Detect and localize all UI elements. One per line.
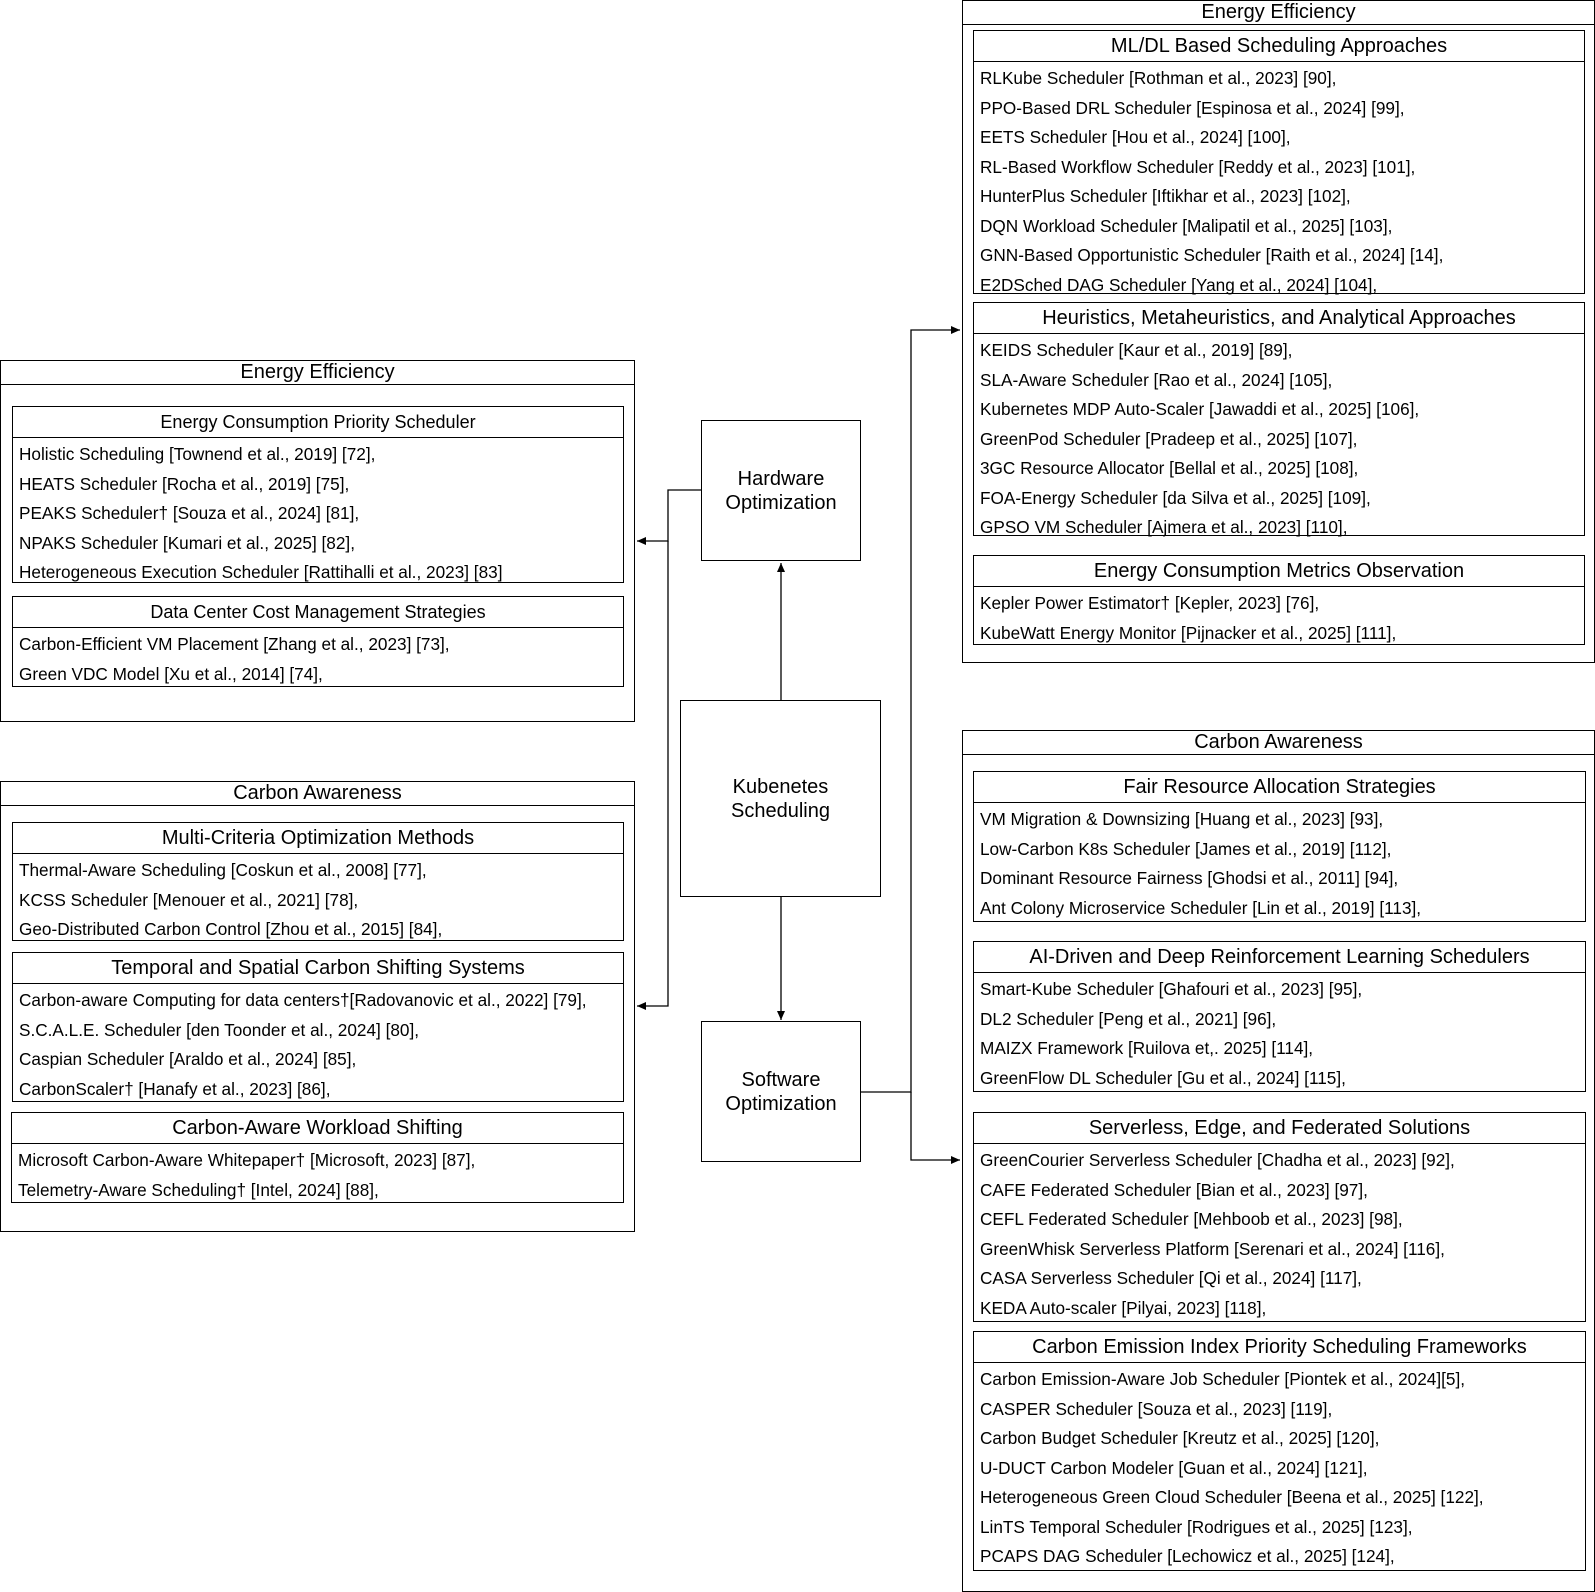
panel-title: Energy Efficiency	[1, 361, 634, 385]
left-carbon-awareness-panel: Carbon Awareness Multi-Criteria Optimiza…	[0, 781, 635, 1232]
list-item: GreenCourier Serverless Scheduler [Chadh…	[980, 1150, 1455, 1170]
panel-title: Energy Efficiency	[963, 1, 1594, 25]
list-item: Smart-Kube Scheduler [Ghafouri et al., 2…	[980, 979, 1363, 999]
list-item: NPAKS Scheduler [Kumari et al., 2025] [8…	[19, 532, 355, 553]
list-item: Green VDC Model [Xu et al., 2014] [74],	[19, 663, 323, 684]
arrow-software-to-right-energy	[861, 326, 960, 1093]
arrow-software-to-right-carbon	[910, 1092, 960, 1164]
list-item: Telemetry-Aware Scheduling† [Intel, 2024…	[18, 1179, 379, 1200]
list-item: HunterPlus Scheduler [Iftikhar et al., 2…	[980, 186, 1351, 206]
group-title: Data Center Cost Management Strategies	[13, 597, 623, 628]
list-item: PEAKS Scheduler† [Souza et al., 2024] [8…	[19, 503, 360, 523]
list-item: Geo-Distributed Carbon Control [Zhou et …	[19, 919, 443, 939]
list-item: MAIZX Framework [Ruilova et,. 2025] [114…	[980, 1038, 1314, 1058]
list-item: U-DUCT Carbon Modeler [Guan et al., 2024…	[980, 1457, 1368, 1478]
list-item: PCAPS DAG Scheduler [Lechowicz et al., 2…	[980, 1546, 1395, 1566]
list-item: GNN-Based Opportunistic Scheduler [Raith…	[980, 245, 1444, 265]
list-item: CAFE Federated Scheduler [Bian et al., 2…	[980, 1179, 1368, 1200]
group-title: Temporal and Spatial Carbon Shifting Sys…	[13, 953, 623, 984]
list-item: Dominant Resource Fairness [Ghodsi et al…	[980, 868, 1399, 888]
panel-title: Carbon Awareness	[1, 782, 634, 806]
list-item: Caspian Scheduler [Araldo et al., 2024] …	[19, 1049, 357, 1069]
list-item: Kepler Power Estimator† [Kepler, 2023] […	[980, 593, 1320, 613]
list-item: Low-Carbon K8s Scheduler [James et al., …	[980, 838, 1392, 859]
list-item: KEDA Auto-scaler [Pilyai, 2023] [118],	[980, 1297, 1267, 1318]
group-ai-driven: AI-Driven and Deep Reinforcement Learnin…	[973, 941, 1586, 1092]
list-item: DQN Workload Scheduler [Malipatil et al.…	[980, 215, 1393, 236]
list-item: KEIDS Scheduler [Kaur et al., 2019] [89]…	[980, 340, 1293, 360]
right-energy-efficiency-panel: Energy Efficiency ML/DL Based Scheduling…	[962, 0, 1595, 663]
group-temporal-spatial: Temporal and Spatial Carbon Shifting Sys…	[12, 952, 624, 1102]
list-item: Carbon-Efficient VM Placement [Zhang et …	[19, 634, 450, 654]
group-energy-consumption-priority: Energy Consumption Priority Scheduler Ho…	[12, 406, 624, 583]
hardware-optimization-label: Hardware Optimization	[725, 467, 837, 514]
list-item: Carbon Budget Scheduler [Kreutz et al., …	[980, 1428, 1380, 1448]
group-carbon-emission-index: Carbon Emission Index Priority Schedulin…	[973, 1331, 1586, 1571]
list-item: Carbon Emission-Aware Job Scheduler [Pio…	[980, 1369, 1466, 1389]
list-item: 3GC Resource Allocator [Bellal et al., 2…	[980, 458, 1359, 478]
group-multi-criteria: Multi-Criteria Optimization Methods Ther…	[12, 822, 624, 941]
arrow-hardware-to-left-energy	[637, 489, 701, 545]
list-item: DL2 Scheduler [Peng et al., 2021] [96],	[980, 1008, 1277, 1029]
right-carbon-awareness-panel: Carbon Awareness Fair Resource Allocatio…	[962, 730, 1595, 1592]
list-item: FOA-Energy Scheduler [da Silva et al., 2…	[980, 487, 1371, 508]
group-heuristics: Heuristics, Metaheuristics, and Analytic…	[973, 302, 1585, 537]
hardware-optimization-node: Hardware Optimization	[701, 420, 861, 561]
group-workload-shifting: Carbon-Aware Workload Shifting Microsoft…	[11, 1112, 624, 1203]
list-item: Thermal-Aware Scheduling [Coskun et al.,…	[19, 860, 427, 880]
group-fair-resource: Fair Resource Allocation Strategies VM M…	[973, 771, 1586, 922]
arrow-hardware-to-left-carbon	[637, 541, 669, 1010]
left-energy-efficiency-panel: Energy Efficiency Energy Consumption Pri…	[0, 360, 635, 722]
panel-title: Carbon Awareness	[963, 731, 1594, 755]
list-item: GreenPod Scheduler [Pradeep et al., 2025…	[980, 428, 1358, 449]
list-item: VM Migration & Downsizing [Huang et al.,…	[980, 809, 1384, 829]
list-item: SLA-Aware Scheduler [Rao et al., 2024] […	[980, 369, 1333, 390]
software-optimization-label: Software Optimization	[725, 1068, 837, 1115]
kubernetes-scheduling-label: Kubenetes Scheduling	[731, 775, 830, 822]
list-item: RL-Based Workflow Scheduler [Reddy et al…	[980, 156, 1416, 177]
list-item: S.C.A.L.E. Scheduler [den Toonder et al.…	[19, 1019, 420, 1040]
list-item: Kubernetes MDP Auto-Scaler [Jawaddi et a…	[980, 399, 1420, 419]
list-item: CarbonScaler† [Hanafy et al., 2023] [86]…	[19, 1078, 331, 1099]
group-title: ML/DL Based Scheduling Approaches	[974, 31, 1584, 62]
group-title: Fair Resource Allocation Strategies	[974, 772, 1585, 803]
list-item: CASA Serverless Scheduler [Qi et al., 20…	[980, 1268, 1362, 1288]
list-item: LinTS Temporal Scheduler [Rodrigues et a…	[980, 1516, 1413, 1537]
list-item: GPSO VM Scheduler [Ajmera et al., 2023] …	[980, 517, 1348, 537]
list-item: E2DSched DAG Scheduler [Yang et al., 202…	[980, 274, 1378, 295]
group-title: Carbon Emission Index Priority Schedulin…	[974, 1332, 1585, 1363]
group-title: Heuristics, Metaheuristics, and Analytic…	[974, 303, 1584, 334]
group-metrics-observation: Energy Consumption Metrics Observation K…	[973, 555, 1585, 645]
group-ml-dl: ML/DL Based Scheduling Approaches RLKube…	[973, 30, 1585, 295]
list-item: GreenFlow DL Scheduler [Gu et al., 2024]…	[980, 1067, 1346, 1088]
group-title: Multi-Criteria Optimization Methods	[13, 823, 623, 854]
software-optimization-node: Software Optimization	[701, 1021, 861, 1162]
group-title: AI-Driven and Deep Reinforcement Learnin…	[974, 942, 1585, 973]
list-item: KubeWatt Energy Monitor [Pijnacker et al…	[980, 622, 1397, 643]
list-item: KCSS Scheduler [Menouer et al., 2021] [7…	[19, 889, 359, 910]
group-title: Energy Consumption Priority Scheduler	[13, 407, 623, 438]
list-item: EETS Scheduler [Hou et al., 2024] [100],	[980, 127, 1291, 147]
group-data-center-cost: Data Center Cost Management Strategies C…	[12, 596, 624, 687]
kubernetes-scheduling-node: Kubenetes Scheduling	[680, 700, 881, 897]
group-title: Carbon-Aware Workload Shifting	[12, 1113, 623, 1144]
list-item: CASPER Scheduler [Souza et al., 2023] [1…	[980, 1398, 1333, 1419]
list-item: GreenWhisk Serverless Platform [Serenari…	[980, 1238, 1445, 1259]
group-title: Energy Consumption Metrics Observation	[974, 556, 1584, 587]
list-item: HEATS Scheduler [Rocha et al., 2019] [75…	[19, 473, 350, 494]
list-item: Microsoft Carbon-Aware Whitepaper† [Micr…	[18, 1150, 476, 1170]
list-item: Heterogeneous Execution Scheduler [Ratti…	[19, 562, 503, 582]
list-item: Heterogeneous Green Cloud Scheduler [Bee…	[980, 1487, 1484, 1507]
list-item: Carbon-aware Computing for data centers†…	[19, 990, 587, 1010]
group-serverless-edge: Serverless, Edge, and Federated Solution…	[973, 1112, 1586, 1322]
list-item: RLKube Scheduler [Rothman et al., 2023] …	[980, 68, 1337, 88]
group-title: Serverless, Edge, and Federated Solution…	[974, 1113, 1585, 1144]
list-item: Holistic Scheduling [Townend et al., 201…	[19, 444, 376, 464]
list-item: PPO-Based DRL Scheduler [Espinosa et al.…	[980, 97, 1405, 118]
list-item: Ant Colony Microservice Scheduler [Lin e…	[980, 897, 1422, 918]
list-item: CEFL Federated Scheduler [Mehboob et al.…	[980, 1209, 1403, 1229]
